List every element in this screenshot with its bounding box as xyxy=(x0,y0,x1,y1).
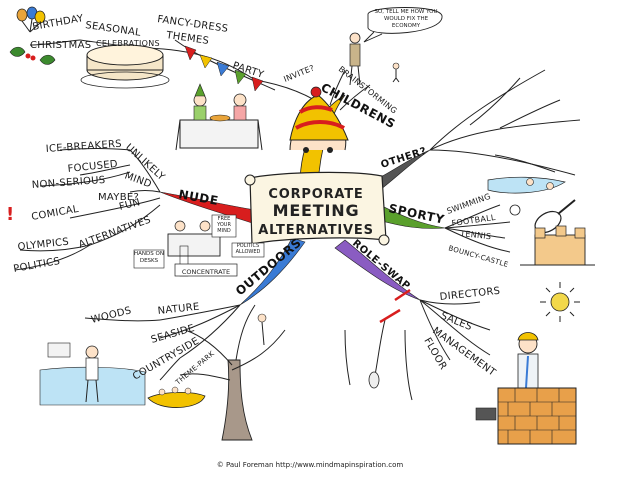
speech-bubble-text: SO, TELL ME HOW YOU WOULD FIX THE ECONOM… xyxy=(374,9,438,29)
holly-illustration xyxy=(9,46,56,65)
speech-bubble-text-container: SO, TELL ME HOW YOU WOULD FIX THE ECONOM… xyxy=(374,9,438,29)
central-scroll xyxy=(244,171,390,246)
role-swap-branch xyxy=(334,239,421,301)
center-title-line-3: ALTERNATIVES xyxy=(258,223,374,238)
label-non-serious: NON-SERIOUS xyxy=(31,175,105,191)
brick-wall-illustration xyxy=(475,387,577,445)
label-directors: DIRECTORS xyxy=(439,286,501,303)
sporty-branch xyxy=(377,204,446,229)
label-seasonal: SEASONAL xyxy=(85,20,142,39)
label-woods: WOODS xyxy=(90,305,133,326)
label-comical: COMICAL xyxy=(31,204,80,223)
label-nature: NATURE xyxy=(157,302,200,317)
tree-illustration xyxy=(179,304,286,441)
theme-park-boat-illustration xyxy=(147,386,206,408)
label-concentrate: CONCENTRATE xyxy=(182,268,230,276)
hands-on-desks-container: HANDS ON DESKS xyxy=(134,251,164,264)
swimming-pool-illustration xyxy=(487,176,566,216)
label-themes: THEMES xyxy=(165,30,210,47)
label-celebrations: CELEBRATIONS xyxy=(96,39,160,48)
label-focused: FOCUSED xyxy=(67,159,118,175)
label-olympics: OLYMPICS xyxy=(17,237,69,253)
label-hands-on-desks: HANDS ON DESKS xyxy=(134,251,164,264)
center-title-line-2: MEETING xyxy=(273,201,360,220)
balloons-illustration xyxy=(16,6,46,33)
label-swimming: SWIMMING xyxy=(446,192,492,216)
label-christmas: CHRISTMAS xyxy=(30,40,91,51)
cake-illustration xyxy=(80,44,170,89)
free-your-mind-container: FREE YOUR MIND xyxy=(217,216,231,234)
seaside-illustration xyxy=(39,342,146,406)
label-politics: POLITICS xyxy=(13,256,61,275)
exclamation-mark: ! xyxy=(6,204,14,225)
copyright-footer: © Paul Foreman http://www.mindmapinspira… xyxy=(217,461,404,469)
center-title-line-1: CORPORATE xyxy=(268,187,363,202)
politics-allowed-container: POLITICS ALLOWED xyxy=(235,243,261,255)
label-maybe: MAYBE? xyxy=(98,192,139,203)
outdoors-branch xyxy=(239,237,306,306)
label-bouncy-castle: BOUNCY-CASTLE xyxy=(447,244,509,269)
label-fun: FUN xyxy=(118,197,141,213)
bunting-illustration xyxy=(174,39,276,92)
party-table-illustration xyxy=(175,83,263,151)
desk-scene-illustration xyxy=(133,214,265,277)
sun-illustration xyxy=(540,282,580,322)
label-ice-breakers: ICE-BREAKERS xyxy=(45,139,122,155)
label-free-your-mind: FREE YOUR MIND xyxy=(217,216,231,234)
label-invite: INVITE? xyxy=(282,63,315,84)
label-alternatives: ALTERNATIVES xyxy=(77,214,152,250)
label-politics-allowed: POLITICS ALLOWED xyxy=(235,243,261,255)
speech-bubble xyxy=(363,7,443,43)
businessman-illustration xyxy=(349,32,400,86)
branch-label-nude: NUDE xyxy=(177,187,219,208)
hanging-wires-illustration xyxy=(344,288,413,401)
label-tennis: TENNIS xyxy=(459,229,492,241)
other-branch xyxy=(374,149,431,191)
bouncy-castle-illustration xyxy=(520,225,595,266)
central-character-illustration xyxy=(289,86,349,153)
builder-illustration xyxy=(517,332,539,391)
